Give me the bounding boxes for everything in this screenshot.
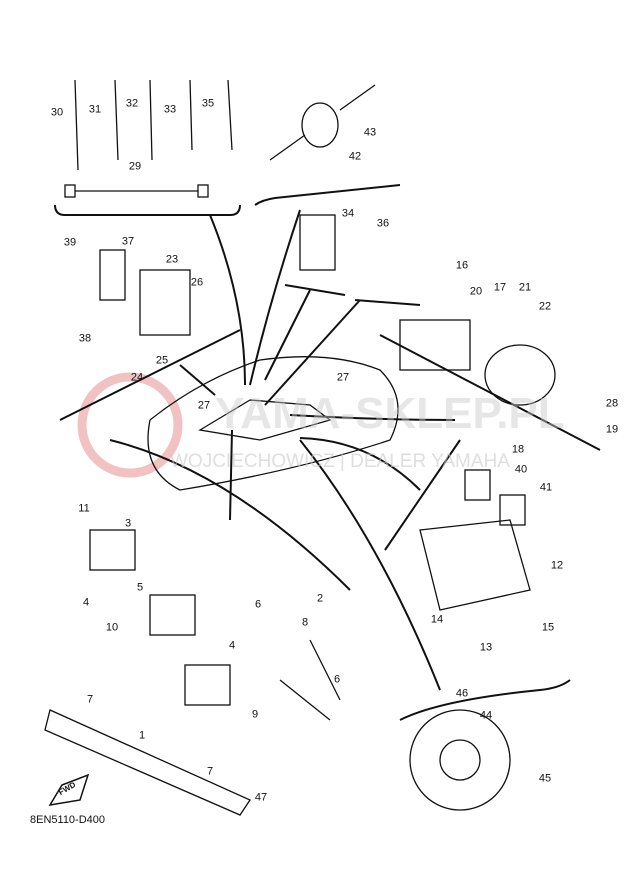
part-label[interactable]: 41 <box>539 481 553 494</box>
part-label[interactable]: 18 <box>511 443 525 456</box>
part-label[interactable]: 7 <box>206 765 214 778</box>
part-label[interactable]: 1 <box>138 729 146 742</box>
part-label[interactable]: 30 <box>50 106 64 119</box>
part-label[interactable]: 37 <box>121 235 135 248</box>
part-label[interactable]: 7 <box>86 693 94 706</box>
part-label[interactable]: 6 <box>333 673 341 686</box>
part-label[interactable]: 47 <box>254 791 268 804</box>
part-label[interactable]: 8 <box>301 616 309 629</box>
part-label[interactable]: 10 <box>105 621 119 634</box>
part-label[interactable]: 33 <box>163 103 177 116</box>
part-label[interactable]: 23 <box>165 253 179 266</box>
part-label[interactable]: 9 <box>251 708 259 721</box>
part-label[interactable]: 3 <box>124 517 132 530</box>
part-label[interactable]: 31 <box>88 103 102 116</box>
part-label[interactable]: 45 <box>538 772 552 785</box>
part-label[interactable]: 14 <box>430 613 444 626</box>
part-label[interactable]: 46 <box>455 687 469 700</box>
part-label[interactable]: 27 <box>336 371 350 384</box>
part-label[interactable]: 13 <box>479 641 493 654</box>
part-label[interactable]: 32 <box>125 97 139 110</box>
part-label[interactable]: 36 <box>376 217 390 230</box>
part-label[interactable]: 19 <box>605 423 619 436</box>
diagram-code: 8EN5110-D400 <box>30 814 106 826</box>
part-label[interactable]: 22 <box>538 300 552 313</box>
part-label[interactable]: 20 <box>469 285 483 298</box>
part-label[interactable]: 2 <box>316 592 324 605</box>
part-label[interactable]: 12 <box>550 559 564 572</box>
part-label[interactable]: 25 <box>155 354 169 367</box>
part-label[interactable]: 4 <box>82 596 90 609</box>
part-label[interactable]: 43 <box>363 126 377 139</box>
part-label[interactable]: 5 <box>136 581 144 594</box>
part-label[interactable]: 38 <box>78 332 92 345</box>
part-label[interactable]: 34 <box>341 207 355 220</box>
watermark-logo <box>77 372 183 478</box>
watermark-subtitle: WOJCIECHOWICZ | DEALER YAMAHA <box>170 451 510 472</box>
part-label[interactable]: 21 <box>518 281 532 294</box>
part-label[interactable]: 42 <box>348 150 362 163</box>
part-label[interactable]: 35 <box>201 97 215 110</box>
watermark-title: YAMA-SKLEP.PL <box>215 389 565 438</box>
part-label[interactable]: 24 <box>130 371 144 384</box>
part-label[interactable]: 6 <box>254 598 262 611</box>
part-label[interactable]: 44 <box>479 709 493 722</box>
part-label[interactable]: 40 <box>514 463 528 476</box>
part-label[interactable]: 28 <box>605 397 619 410</box>
part-label[interactable]: 16 <box>455 259 469 272</box>
part-label[interactable]: 4 <box>228 639 236 652</box>
part-label[interactable]: 11 <box>78 502 90 515</box>
part-label[interactable]: 29 <box>128 160 142 173</box>
part-label[interactable]: 39 <box>63 236 77 249</box>
part-label[interactable]: 15 <box>541 621 555 634</box>
part-label[interactable]: 26 <box>190 276 204 289</box>
part-label[interactable]: 17 <box>493 281 507 294</box>
part-label[interactable]: 27 <box>197 399 211 412</box>
